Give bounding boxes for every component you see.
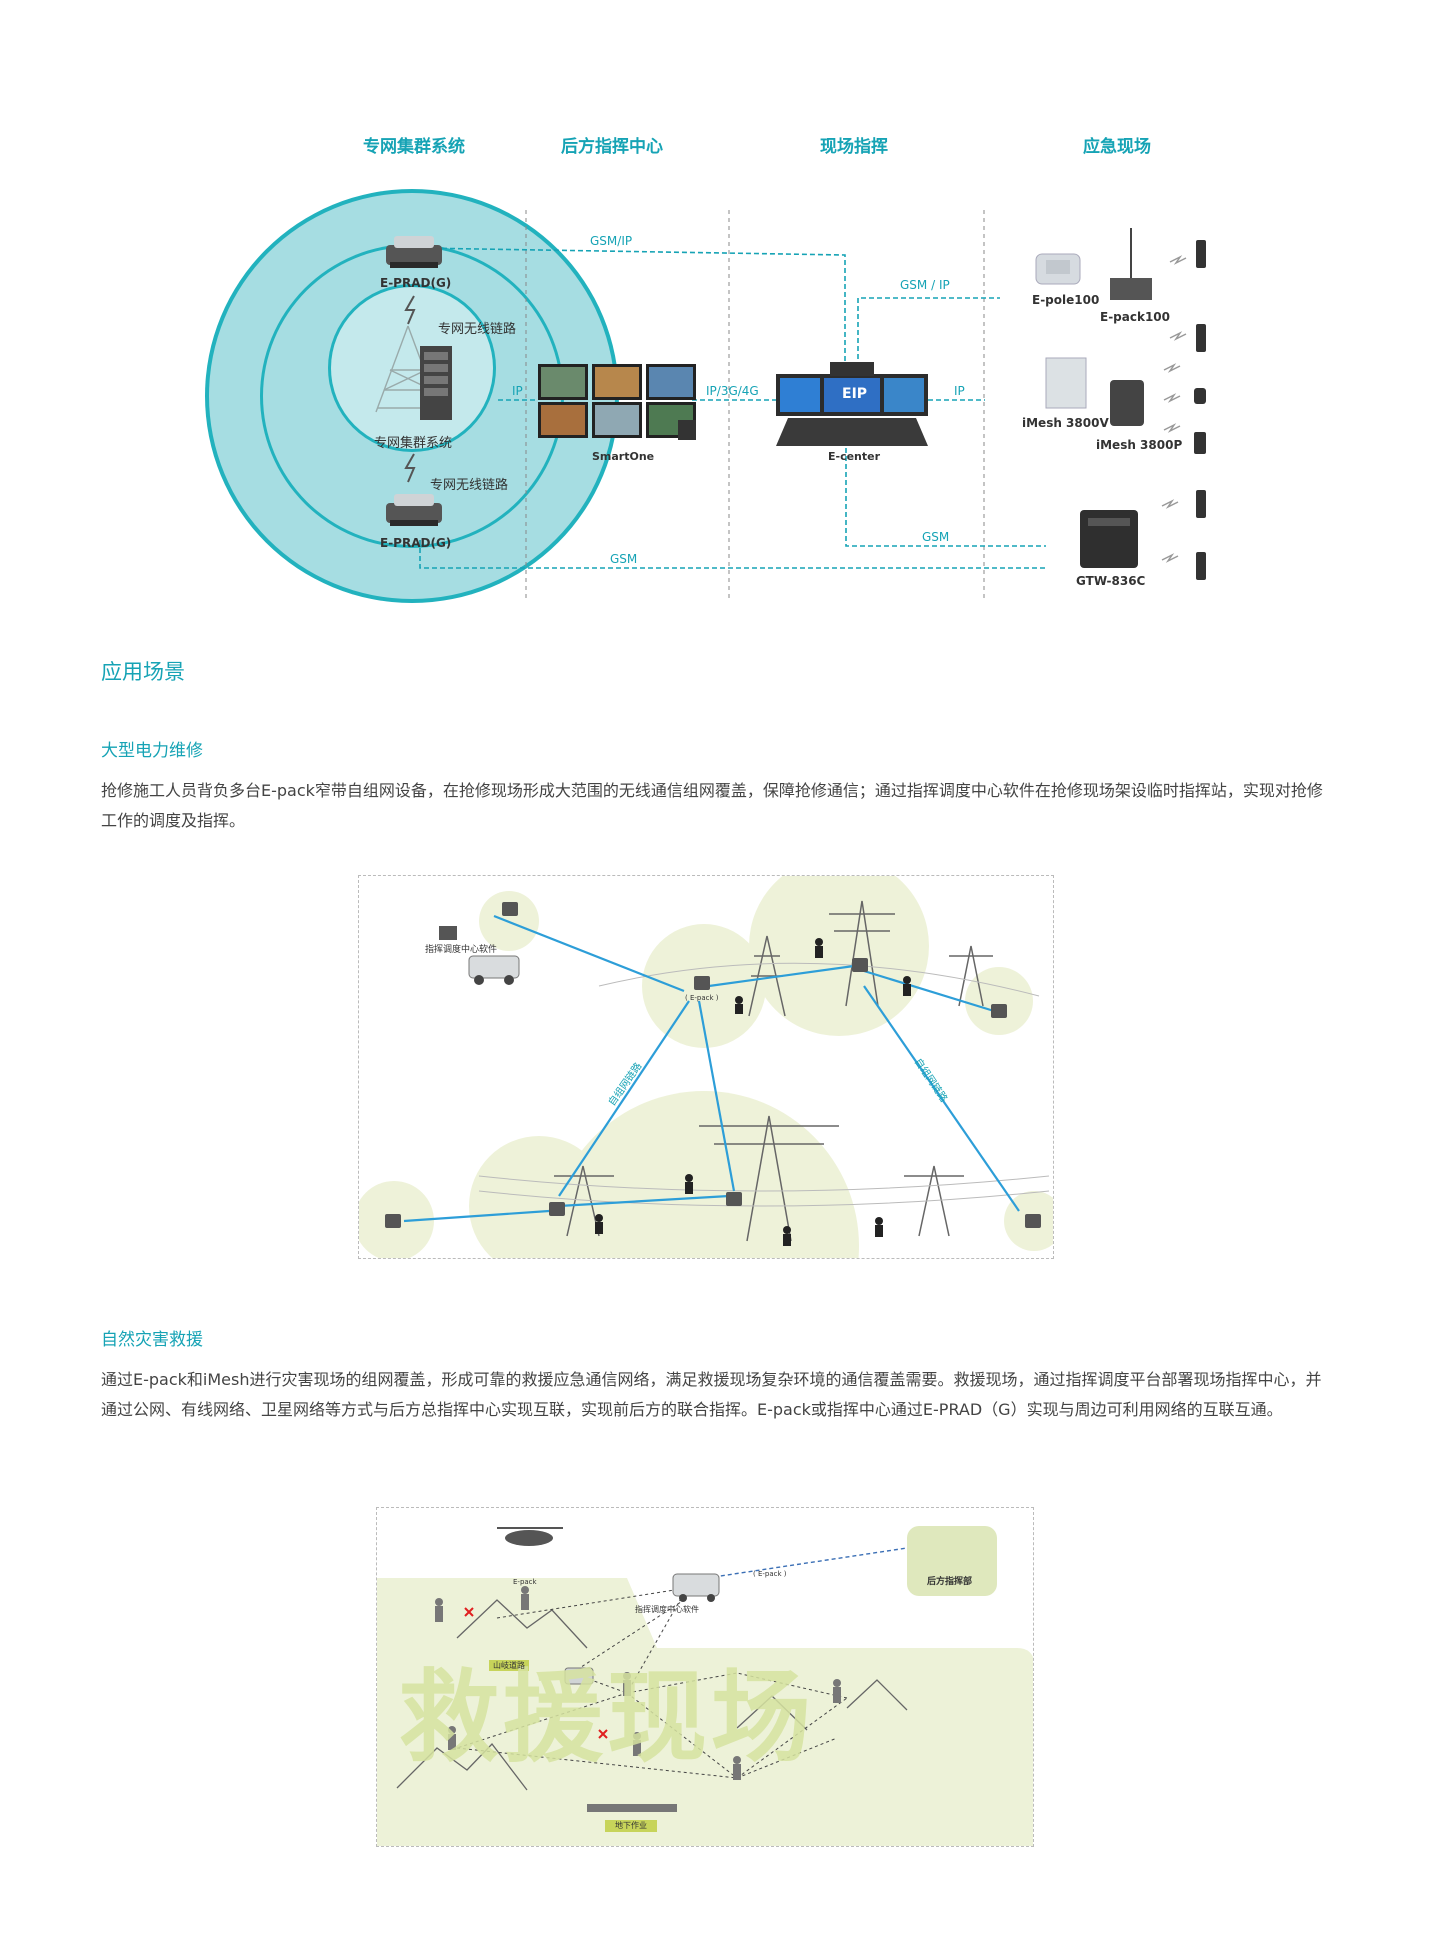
scenario2-mountain-label: 山岐道路 xyxy=(493,1661,525,1670)
imesh3800v-label: iMesh 3800V xyxy=(1022,416,1109,430)
mesh-dashed-links xyxy=(456,1587,848,1779)
link-ip-left-label: IP xyxy=(512,384,523,398)
hq-box xyxy=(907,1526,997,1596)
link-gsm-ip-right xyxy=(857,297,1000,375)
link-ip-right-label: IP xyxy=(954,384,965,398)
rescue-vehicle-icon xyxy=(564,1573,720,1685)
power-line-wires xyxy=(478,962,1050,1207)
column-title-field-command: 现场指挥 xyxy=(820,137,888,157)
ecenter-label: E-center xyxy=(828,450,881,463)
scenario2-epack-paren-label: ( E-pack ) xyxy=(753,1570,787,1578)
scenario1-vehicle-label: 指挥调度中心软件 xyxy=(425,945,498,955)
rescuer-silhouettes xyxy=(435,1586,841,1780)
scenario2-title: 自然灾害救援 xyxy=(101,1330,203,1350)
epack100-label: E-pack100 xyxy=(1100,310,1171,324)
underground-track xyxy=(587,1804,677,1812)
epole100-device-icon xyxy=(1035,253,1081,285)
wireless-link-bolt-top xyxy=(404,295,416,325)
gtw836c-label: GTW-836C xyxy=(1076,574,1146,588)
inner-coverage-fill xyxy=(331,287,493,449)
network-diagram: 专网集群系统 后方指挥中心 现场指挥 应急现场 xyxy=(0,0,1440,620)
column-title-trunk: 专网集群系统 xyxy=(363,137,465,157)
imesh3800p-label: iMesh 3800P xyxy=(1096,438,1183,452)
wireless-signal-icons xyxy=(1161,255,1187,563)
rescue-big-text: 救援现场 xyxy=(399,1659,815,1776)
eprad-top-label: E-PRAD(G) xyxy=(380,276,452,290)
smartone-label: SmartOne xyxy=(592,450,655,463)
gtw836c-device-icon xyxy=(1080,510,1138,568)
worker-silhouettes xyxy=(595,938,911,1246)
satellite-link xyxy=(706,1547,908,1579)
column-title-hq: 后方指挥中心 xyxy=(561,137,663,157)
link-gsm-mid-label: GSM xyxy=(922,530,950,544)
network-diagram-graphics xyxy=(205,189,1206,603)
command-vehicle-icon xyxy=(439,926,520,985)
mesh-link-arrows xyxy=(403,914,1020,1223)
ecenter-rugged-laptop-icon xyxy=(776,362,928,446)
link-ip-3g4g-label: IP/3G/4G xyxy=(706,384,759,398)
helicopter-icon xyxy=(497,1527,563,1546)
smartone-monitors-icon xyxy=(538,364,696,440)
scenario2-underground-label: 地下作业 xyxy=(615,1821,647,1830)
link-gsm-ip-top-label: GSM/IP xyxy=(590,234,633,248)
underground-plate xyxy=(605,1820,657,1832)
wireless-link-top-label: 专网无线链路 xyxy=(438,322,517,337)
column-title-emergency-site: 应急现场 xyxy=(1083,137,1151,157)
handheld-radio-icon xyxy=(1194,240,1206,580)
coverage-blob xyxy=(549,1091,859,1258)
scenario1-epack-label: ( E-pack ) xyxy=(685,994,719,1002)
trunk-server-cabinet-icon xyxy=(420,346,452,420)
trunk-system-label: 专网集群系统 xyxy=(374,436,453,451)
mountain-road-plate xyxy=(489,1660,529,1671)
scenario2-text: 通过E-pack和iMesh进行灾害现场的组网覆盖，形成可靠的救援应急通信网络，… xyxy=(101,1370,1322,1419)
rescue-area-bg xyxy=(377,1578,1033,1846)
scenario1-title: 大型电力维修 xyxy=(101,741,203,761)
link-gsm-ip-right-label: GSM / IP xyxy=(900,278,950,292)
wireless-link-bolt-bottom xyxy=(404,453,416,483)
coverage-blob xyxy=(749,876,929,1036)
scenario2-hq-label: 后方指挥部 xyxy=(927,1577,973,1587)
imesh3800p-device-icon xyxy=(1110,380,1144,426)
section-title: 应用场景 xyxy=(101,660,185,684)
wireless-link-bottom-label: 专网无线链路 xyxy=(430,478,509,493)
epack100-device-icon xyxy=(1110,228,1152,300)
scenario2-epack-label: E-pack xyxy=(513,1578,537,1586)
scenario1-illustration: 指挥调度中心软件 自组网链路 自组网链路 ( E-pack ) xyxy=(358,875,1054,1259)
scenario2-vehicle-label: 指挥调度中心软件 xyxy=(635,1605,699,1614)
eprad-top-device-icon xyxy=(386,236,442,268)
link-gsm-mid xyxy=(845,440,1046,547)
imesh3800v-device-icon xyxy=(1045,357,1087,409)
coverage-blob xyxy=(965,967,1033,1035)
mountain-icons xyxy=(396,1599,908,1791)
link-gsm-bottom-label: GSM xyxy=(610,552,638,566)
power-tower-icons xyxy=(554,900,993,1242)
eprad-bottom-device-icon xyxy=(386,494,442,526)
power-repair-graphics xyxy=(359,876,1053,1258)
link-gsm-bottom xyxy=(419,540,1046,569)
eprad-bottom-label: E-PRAD(G) xyxy=(380,536,452,550)
scenario1-text: 抢修施工人员背负多台E-pack窄带自组网设备，在抢修现场形成大范围的无线通信组… xyxy=(101,781,1323,830)
blocked-link-mark-icon xyxy=(464,1607,608,1739)
link-gsm-ip-top xyxy=(417,247,846,375)
epack-node-icons xyxy=(385,902,1041,1228)
scenario2-illustration: 救援现场 后方指挥部 山岐道路 地下作业 指挥调度中心软件 E-pack ( E… xyxy=(376,1507,1034,1847)
eip-label: EIP xyxy=(842,386,868,402)
disaster-rescue-graphics xyxy=(377,1526,1033,1846)
epole100-label: E-pole100 xyxy=(1032,293,1100,307)
